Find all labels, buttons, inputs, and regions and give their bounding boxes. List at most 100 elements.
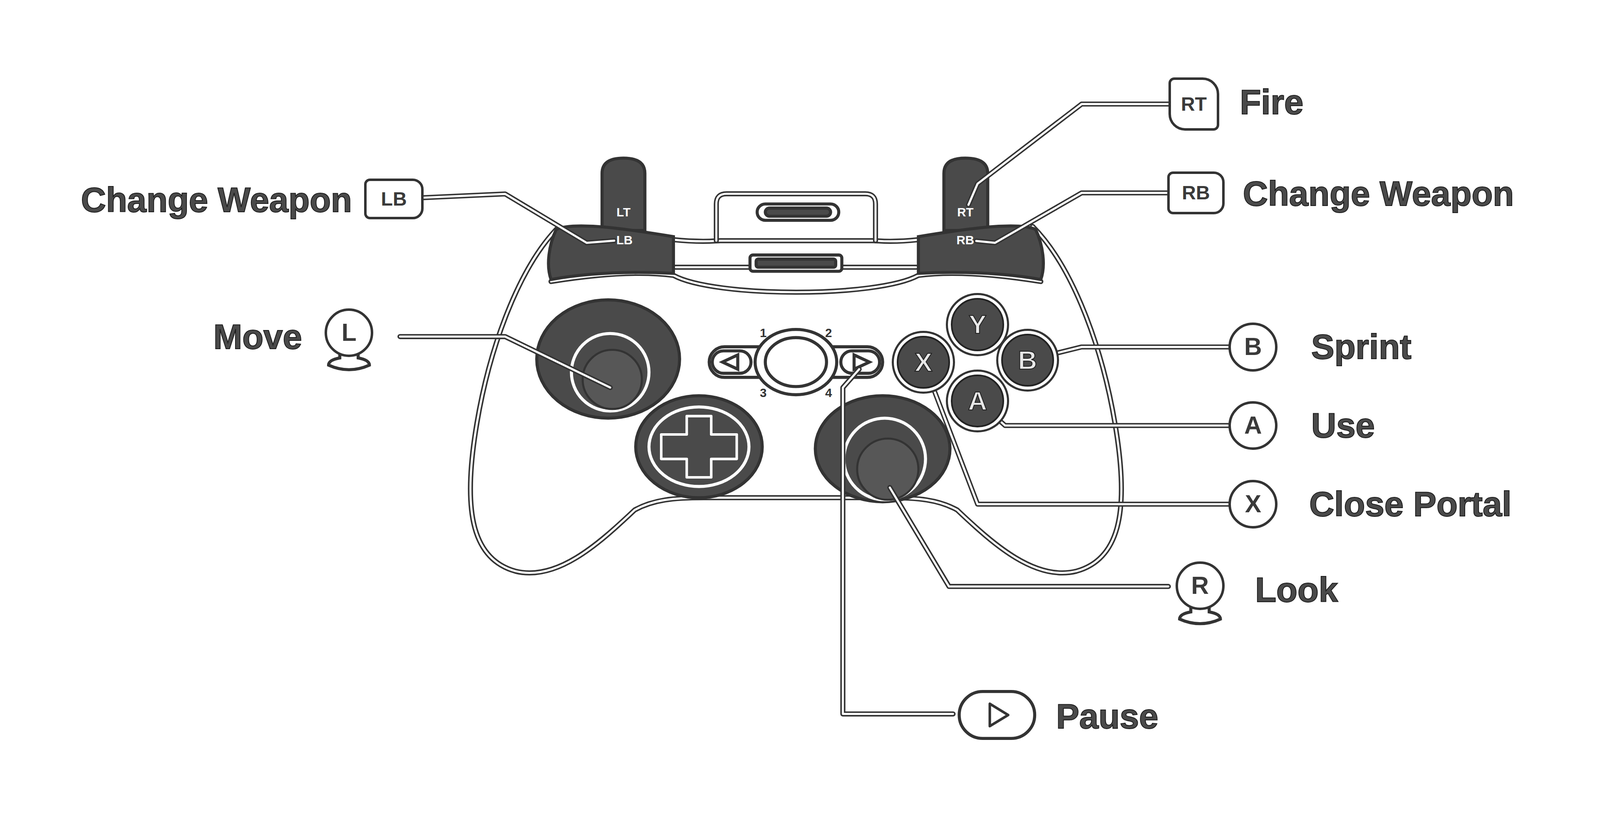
node-text: R (1190, 573, 1209, 598)
leader-line-stroke (1001, 421, 1229, 426)
leader-line (976, 192, 1168, 243)
controller-body-part (673, 239, 919, 242)
node-text: RT (957, 205, 974, 219)
leader-line-stroke (423, 193, 615, 244)
leader-line (399, 336, 1169, 715)
trigger-label: RT (955, 204, 976, 220)
node-text: RB (1181, 183, 1210, 203)
leader-line (968, 104, 1169, 205)
node-text: X (914, 349, 933, 376)
node-text: RT (1180, 94, 1207, 115)
controller-body-part (716, 193, 876, 241)
leader-line (1001, 421, 1229, 426)
node-text: X (1245, 491, 1262, 517)
node-text: Y (968, 311, 987, 338)
button-badge: B (1228, 322, 1278, 372)
trigger-badge: RT (1168, 77, 1220, 131)
button-badge: X (1228, 479, 1278, 529)
node-text: B (1244, 334, 1263, 360)
face-button: X (896, 335, 951, 390)
guide-cluster (709, 329, 883, 395)
callout-number: 1 (759, 326, 767, 339)
trigger-shape-part (602, 158, 645, 231)
right-stick (815, 395, 951, 502)
leader-line-stroke (968, 104, 1169, 205)
bumper-label: LB (614, 232, 635, 248)
callout-number: 4 (825, 386, 832, 399)
d-pad-part (635, 395, 763, 498)
controller-body (470, 193, 1122, 574)
controller-body-part (470, 226, 1122, 574)
right-stick-part (815, 395, 951, 502)
controller-body-part (470, 226, 1122, 574)
guide-cluster-part (712, 350, 752, 374)
leader-line-part (399, 336, 611, 388)
guide-cluster-part (722, 354, 738, 370)
trigger-shape-part (943, 158, 988, 231)
bumper-shape-part (918, 225, 1044, 280)
controller-body-part (550, 273, 1041, 293)
leader-line-part (399, 336, 611, 388)
trigger-label: LT (614, 204, 633, 220)
callout-number: 2 (825, 326, 832, 339)
controller-body-part (756, 259, 836, 268)
controller-body-part (749, 255, 842, 272)
action-label: Move (213, 319, 303, 355)
leader-line-stroke (976, 192, 1168, 243)
left-stick (536, 300, 680, 419)
face-button: A (950, 374, 1005, 428)
d-pad-part (649, 406, 750, 487)
stick-badge: R (1175, 561, 1225, 611)
leader-line-part (842, 369, 953, 714)
guide-cluster-part (765, 337, 827, 387)
controller-body-part (673, 239, 919, 242)
node-text: A (1244, 413, 1263, 438)
leader-line-part (842, 369, 953, 714)
bumper-label: RB (954, 232, 977, 248)
callout-number: 3 (759, 386, 767, 399)
controller-body-part (765, 208, 831, 217)
action-label: Change Weapon (80, 182, 353, 218)
node-text: LT (616, 205, 631, 219)
leader-line-stroke (1058, 347, 1229, 353)
action-label: Fire (1239, 84, 1304, 120)
controller-body-part (550, 273, 1041, 293)
pause-icon (959, 691, 1035, 739)
trigger-shape (602, 158, 988, 231)
left-stick-part (536, 300, 680, 419)
leader-line-stroke (976, 192, 1168, 243)
pause-icon-part (989, 703, 1009, 727)
stick-icon-stem (328, 352, 1221, 624)
right-stick-part (857, 438, 919, 500)
leader-line-stroke (423, 193, 615, 244)
bumper-shape (548, 225, 1044, 280)
guide-cluster-part (755, 329, 837, 395)
controller-body-part (716, 193, 876, 241)
leader-line (1058, 347, 1229, 353)
node-text: LB (616, 233, 633, 246)
d-pad (635, 395, 763, 498)
face-button: Y (950, 297, 1005, 352)
action-label: Close Portal (1309, 486, 1512, 522)
button-badge: A (1228, 401, 1278, 451)
node-text: A (967, 387, 988, 415)
button-badge: LB (364, 178, 424, 220)
leader-line-stroke (968, 104, 1169, 205)
leader-line (423, 193, 615, 244)
node-text: LB (380, 189, 407, 209)
node-text: B (1017, 347, 1037, 374)
d-pad-part (661, 416, 737, 478)
node-text: L (341, 320, 357, 345)
leader-line-stroke (1058, 347, 1229, 353)
action-label: Look (1255, 572, 1338, 608)
controller-body-part (757, 203, 839, 221)
action-label: Sprint (1311, 329, 1412, 365)
face-button: B (1001, 333, 1055, 387)
action-label: Change Weapon (1242, 176, 1515, 211)
stick-badge: L (324, 308, 374, 358)
action-label: Pause (1056, 699, 1159, 734)
guide-cluster-part (853, 354, 870, 370)
leader-line-stroke (1001, 421, 1229, 426)
node-text: RB (956, 233, 975, 246)
